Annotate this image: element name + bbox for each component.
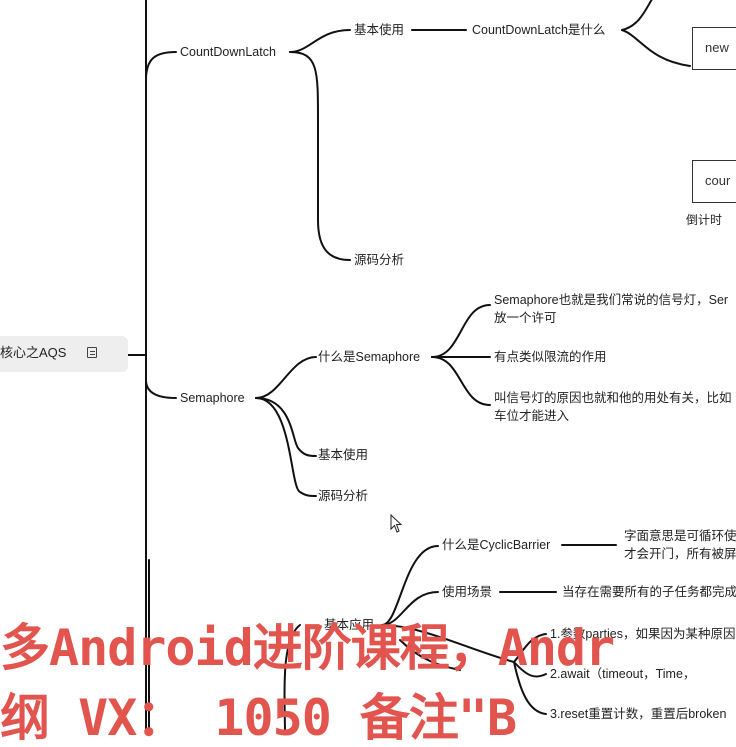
node-cdl-what-is[interactable]: CountDownLatch是什么 bbox=[472, 23, 606, 37]
root-label[interactable]: 核心之AQS bbox=[0, 345, 67, 360]
node-cb-what-is[interactable]: 什么是CyclicBarrier bbox=[442, 538, 551, 552]
mouse-cursor-icon bbox=[390, 514, 403, 533]
box-new-text: new bbox=[705, 40, 729, 55]
node-cb-item1[interactable]: 1.参数parties，如果因为某种原因 bbox=[550, 627, 736, 641]
countdown-caption: 倒计时 bbox=[686, 213, 723, 227]
box-count-text: cour bbox=[705, 173, 731, 188]
root-node[interactable] bbox=[0, 336, 128, 372]
node-sem-source-analysis[interactable]: 源码分析 bbox=[318, 489, 369, 503]
node-cb-item3[interactable]: 3.reset重置计数，重置后broken bbox=[550, 707, 727, 721]
watermark-line-2: 纲 VX： 1050 备注"B bbox=[0, 689, 517, 747]
node-sem-desc1-cont: 放一个许可 bbox=[494, 311, 557, 325]
node-cdl-source-analysis[interactable]: 源码分析 bbox=[354, 253, 405, 267]
watermark-line-1: 多Android进阶课程，Andr bbox=[0, 619, 615, 677]
node-sem-desc1[interactable]: Semaphore也就是我们常说的信号灯，Ser bbox=[494, 293, 729, 307]
node-sem-desc3-cont: 车位才能进入 bbox=[494, 409, 570, 423]
node-sem-desc2[interactable]: 有点类似限流的作用 bbox=[494, 350, 607, 364]
node-cb-what-desc-cont: 才会开门，所有被屏 bbox=[624, 547, 736, 561]
node-cb-scenario[interactable]: 使用场景 bbox=[442, 585, 493, 599]
node-box-new[interactable]: new bbox=[692, 27, 736, 70]
note-icon[interactable] bbox=[87, 347, 97, 358]
node-cb-what-desc[interactable]: 字面意思是可循环使 bbox=[624, 529, 736, 543]
node-cb-scenario-desc[interactable]: 当存在需要所有的子任务都完成 bbox=[562, 585, 736, 599]
node-sem-basic-use[interactable]: 基本使用 bbox=[318, 448, 369, 462]
node-sem-desc3[interactable]: 叫信号灯的原因也就和他的用处有关，比如 bbox=[494, 391, 732, 405]
node-box-count[interactable]: cour bbox=[692, 160, 736, 203]
node-countdownlatch[interactable]: CountDownLatch bbox=[180, 45, 276, 59]
node-semaphore[interactable]: Semaphore bbox=[180, 391, 245, 405]
node-cdl-basic-use[interactable]: 基本使用 bbox=[354, 23, 405, 37]
node-cb-item2[interactable]: 2.await（timeout，Time， bbox=[550, 667, 696, 681]
node-cb-basic-app[interactable]: 基本应用 bbox=[324, 618, 375, 632]
node-sem-what-is[interactable]: 什么是Semaphore bbox=[318, 350, 421, 364]
